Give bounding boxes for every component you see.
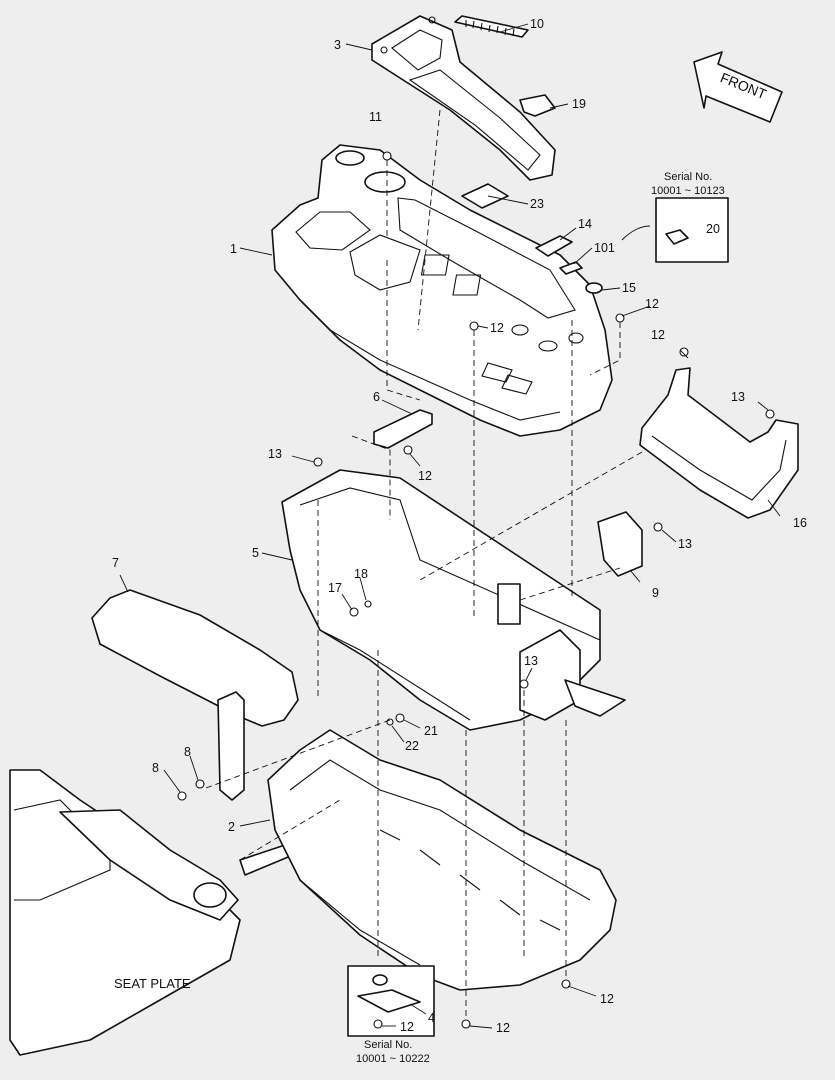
assembly-lines (205, 109, 643, 1020)
callout-5: 5 (252, 546, 259, 560)
callout-13-r2: 13 (731, 390, 745, 404)
serial-inset-top: Serial No. 10001 ~ 10123 (621, 171, 729, 263)
cap-part-19 (519, 94, 556, 117)
callout-16: 16 (793, 516, 807, 530)
clip-part-10 (597, 511, 643, 577)
callout-1: 1 (230, 242, 237, 256)
top-cover-part (371, 15, 556, 181)
callout-12-bottom: 12 (496, 1021, 510, 1035)
callout-18: 18 (354, 567, 368, 581)
panel-part-21 (461, 183, 509, 209)
callout-13-left: 13 (268, 447, 282, 461)
serial-top-line1: Serial No. (664, 171, 712, 183)
bracket-part-6 (373, 409, 433, 449)
console-body-part (271, 144, 613, 437)
callout-12-bottom-right: 12 (600, 992, 614, 1006)
cover-part-14 (535, 235, 573, 257)
callout-12-bracket: 12 (418, 469, 432, 483)
callout-12-right: 12 (645, 297, 659, 311)
frame-part (281, 469, 626, 731)
callout-4: 4 (428, 1011, 435, 1025)
callout-23: 22 (405, 739, 419, 753)
callout-22: 21 (424, 724, 438, 738)
lower-cover-part (267, 729, 617, 991)
label-strip-part (454, 15, 529, 38)
cover-part-101 (559, 261, 583, 275)
callout-labels: 3 10 19 11 1 23 14 20 101 15 12 12 12 6 … (112, 17, 807, 1035)
callout-13-frame: 13 (524, 654, 538, 668)
serial-inset-bottom: Serial No. 10001 ~ 10222 (347, 965, 435, 1065)
callout-19: 19 (572, 97, 586, 111)
callout-2: 2 (228, 820, 235, 834)
plug-part-15 (585, 282, 603, 294)
side-bracket-part (639, 367, 799, 519)
callout-10: 9 (652, 586, 659, 600)
callout-7: 7 (112, 556, 119, 570)
callout-12-inset: 12 (400, 1020, 414, 1034)
callout-3: 3 (334, 38, 341, 52)
callout-11: 10 (530, 17, 544, 31)
callout-8: 8 (152, 761, 159, 775)
serial-bottom-line2: 10001 ~ 10222 (356, 1053, 430, 1065)
callout-6: 6 (373, 390, 380, 404)
callout-14: 14 (578, 217, 592, 231)
serial-top-line2: 10001 ~ 10123 (651, 185, 725, 197)
callout-13-clip: 13 (678, 537, 692, 551)
callout-12-mid: 12 (490, 321, 504, 335)
armrest-part (91, 589, 299, 801)
serial-bottom-line1: Serial No. (364, 1039, 412, 1051)
callout-15: 15 (622, 281, 636, 295)
seat-plate-part (9, 769, 306, 1056)
callout-21: 23 (530, 197, 544, 211)
callout-101: 101 (594, 241, 615, 255)
callout-9: 8 (184, 745, 191, 759)
callout-13-r1: 12 (651, 328, 665, 342)
callout-20: 20 (706, 222, 720, 236)
callout-12-top: 11 (369, 110, 382, 124)
leader-lines (119, 23, 781, 1029)
front-arrow: FRONT (693, 51, 783, 123)
seat-plate-label: SEAT PLATE (114, 976, 191, 991)
callout-17: 17 (328, 581, 342, 595)
